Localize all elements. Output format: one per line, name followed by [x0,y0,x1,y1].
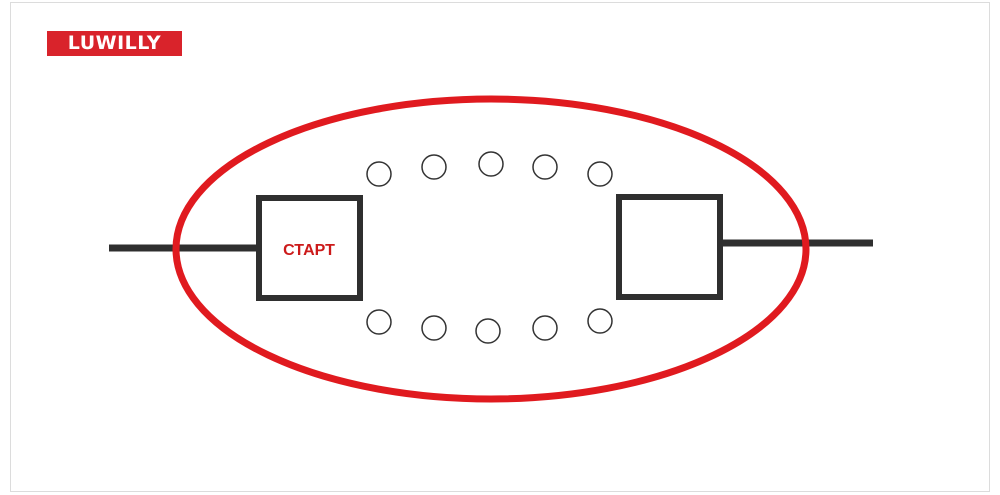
upper-marker-row [366,151,613,187]
oval-ring [172,95,810,403]
lower-marker-3 [475,318,501,344]
frame-border-right [989,2,990,492]
lower-marker-1 [366,309,392,335]
lower-marker-2 [421,315,447,341]
lower-marker-5 [587,308,613,334]
brand-logo-text: LUWILLY [67,32,162,54]
brand-logo: LUWILLY [47,31,182,56]
frame-border-bottom [10,491,990,492]
start-box [256,195,363,301]
frame-border-top [10,2,990,3]
upper-marker-3 [478,151,504,177]
start-box-label: СТАРТ [283,242,335,259]
lower-marker-row [366,308,613,344]
upper-marker-1 [366,161,392,187]
upper-marker-5 [587,161,613,187]
upper-marker-2 [421,154,447,180]
frame-border-left [10,2,11,492]
upper-marker-4 [532,154,558,180]
lower-marker-4 [532,315,558,341]
finish-box [616,194,723,300]
